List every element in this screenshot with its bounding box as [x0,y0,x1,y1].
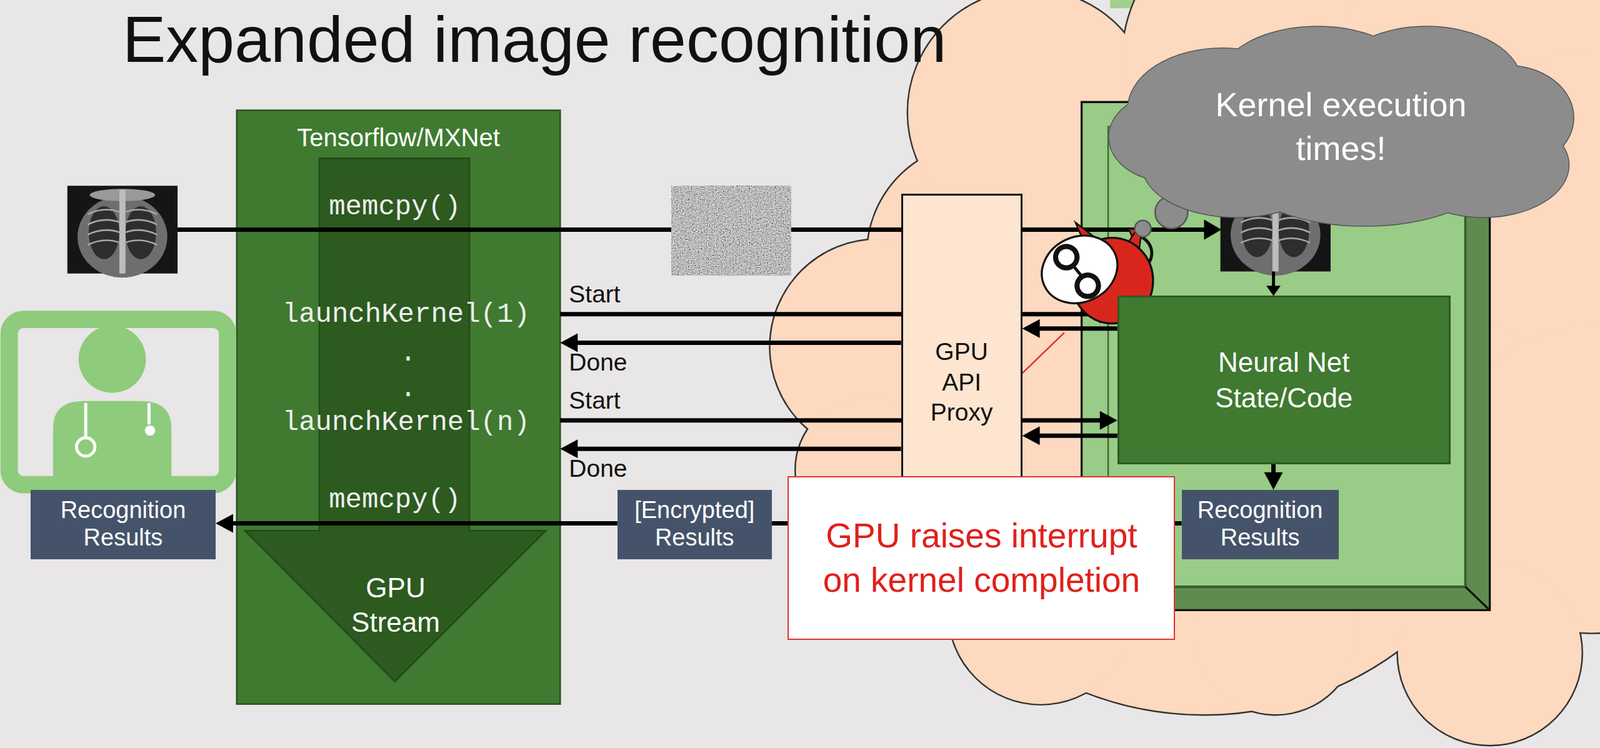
connector [215,514,618,534]
edge-label: Start [568,280,620,309]
cloud-outline [770,0,1600,745]
edge-label: Done [568,348,627,377]
connector [560,411,1117,430]
stethoscope [145,425,155,436]
devil-mask [1030,223,1129,316]
cloud-fill [770,0,1600,745]
doctor-head [78,325,147,394]
code-call: memcpy() [328,191,461,223]
edge-label: Start [568,386,620,415]
connector-line [231,521,618,526]
flow-wire [1271,271,1275,287]
xray-image [67,185,178,278]
enclave-edge [1465,586,1490,611]
code-call: launchKernel(1) [282,298,530,330]
bubble-lobe [1108,94,1223,181]
api-proxy-box: GPU API Proxy [901,193,1023,490]
encrypted-noise [671,185,791,276]
arrow-head [1266,285,1281,296]
box-text: GPU Stream [323,570,469,640]
connector-line [576,340,901,345]
box-text: Neural Net State/Code [1156,344,1412,416]
framework-panel [236,110,561,704]
stethoscope [76,438,95,457]
arrow-head [1022,426,1040,445]
stream-arrow [245,158,547,682]
slide-title: Expanded image recognition [122,2,947,77]
connector-line [1271,464,1276,474]
box-text: GPU raises interrupt on kernel completio… [806,513,1157,604]
goggle [1074,272,1101,299]
edge-label: Done [568,455,627,483]
code-call: memcpy() [328,484,461,516]
connector [560,305,1117,324]
box-text: Kernel execution times! [1204,82,1479,170]
arrow-head [1100,411,1118,430]
goggle [1079,277,1096,294]
connector [1264,464,1284,490]
bubble-shape [1104,18,1579,235]
goggle [1053,243,1080,270]
box-text: Recognition Results [1188,496,1333,552]
arrow-head [1204,219,1222,240]
thought-dot [1135,220,1152,237]
encrypted-results-box: [Encrypted] Results [617,490,772,560]
callout-box: GPU raises interrupt on kernel completio… [787,476,1175,640]
goggle [1058,249,1075,266]
thought-bubble: Kernel execution times! [1104,18,1579,235]
connector-line [1038,433,1118,439]
box-text: GPU API Proxy [921,336,1002,429]
results-box: Recognition Results [1181,490,1339,560]
connector-line [576,446,901,452]
code-call: . [400,373,417,405]
results-box: Recognition Results [30,490,216,560]
arrow-head [1022,319,1040,339]
stethoscope [85,403,149,437]
connector-line [1038,326,1118,331]
gpu-stream-box: GPU Stream [323,559,469,652]
neural-net-box: Neural Net State/Code [1117,295,1451,464]
connector [1022,426,1118,445]
arrow-head [1264,472,1284,490]
code-call: . [400,337,417,369]
arrow-head [215,514,234,534]
bubble-lobe [1108,94,1223,181]
code-call: launchKernel(n) [282,406,530,439]
box-text: Tensorflow/MXNet [296,123,500,152]
box-text: [Encrypted] Results [623,496,766,552]
doctor-frame [9,319,228,485]
doctor-body [53,401,172,478]
box-text: Recognition Results [36,496,210,552]
